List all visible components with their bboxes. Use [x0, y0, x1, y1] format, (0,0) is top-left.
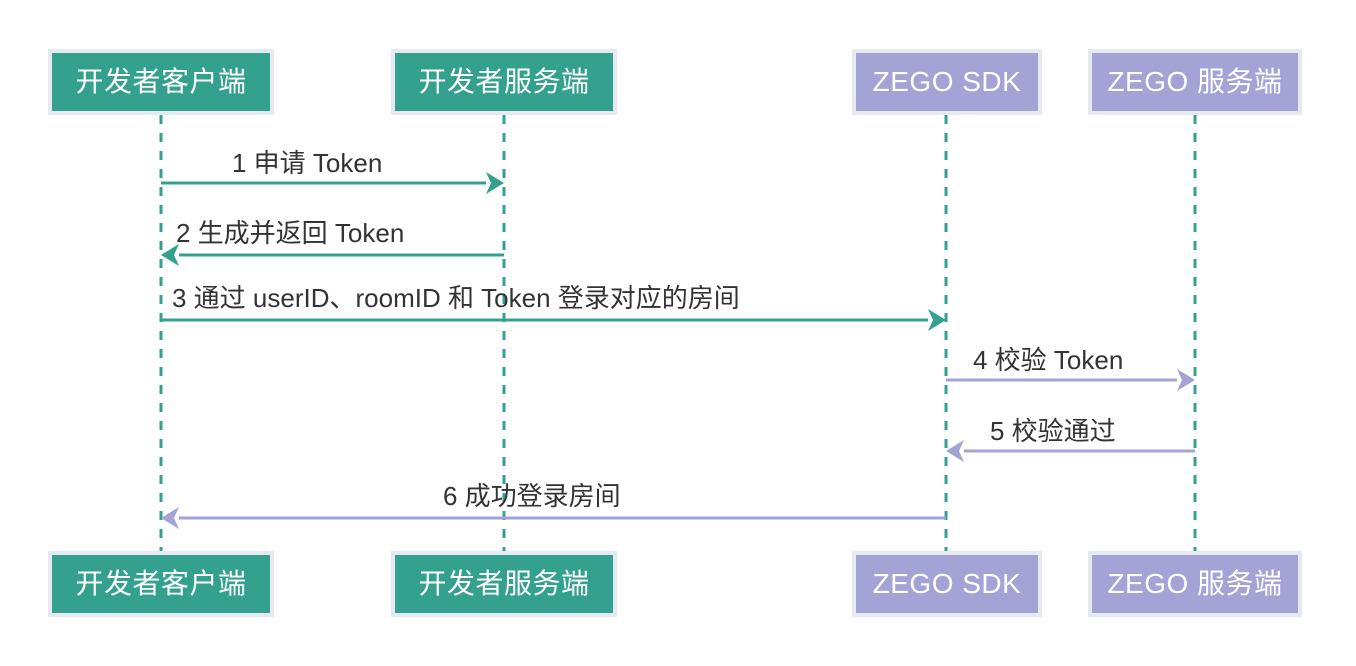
message-label-1: 1 申请 Token	[232, 148, 383, 178]
message-label-6: 6 成功登录房间	[443, 481, 621, 511]
participant-label: ZEGO 服务端	[1107, 66, 1283, 97]
participant-label: 开发者客户端	[75, 66, 247, 97]
participant-label: ZEGO SDK	[872, 568, 1022, 599]
header-participant-developer-client: 开发者客户端	[48, 49, 274, 115]
message-arrow-1	[161, 172, 504, 194]
footer-participant-developer-client: 开发者客户端	[48, 551, 274, 617]
message-label-5: 5 校验通过	[990, 416, 1116, 446]
footer-participant-developer-server: 开发者服务端	[391, 551, 617, 617]
participant-label: 开发者客户端	[75, 568, 247, 599]
header-participant-developer-server: 开发者服务端	[391, 49, 617, 115]
message-arrow-4	[946, 369, 1195, 391]
message-label-2: 2 生成并返回 Token	[176, 218, 405, 248]
message-arrow-3	[161, 309, 946, 331]
message-arrow-2	[161, 244, 504, 266]
message-label-3: 3 通过 userID、roomID 和 Token 登录对应的房间	[172, 283, 740, 313]
footer-participant-zego-server: ZEGO 服务端	[1088, 551, 1302, 617]
message-label-4: 4 校验 Token	[973, 345, 1124, 375]
participant-label: ZEGO 服务端	[1107, 568, 1283, 599]
participant-label: 开发者服务端	[418, 568, 590, 599]
message-arrow-6	[161, 507, 946, 529]
participant-label: 开发者服务端	[418, 66, 590, 97]
footer-participant-zego-sdk: ZEGO SDK	[852, 551, 1042, 617]
participant-label: ZEGO SDK	[872, 66, 1022, 97]
header-participant-zego-sdk: ZEGO SDK	[852, 49, 1042, 115]
header-participant-zego-server: ZEGO 服务端	[1088, 49, 1302, 115]
message-arrow-5	[946, 440, 1195, 462]
